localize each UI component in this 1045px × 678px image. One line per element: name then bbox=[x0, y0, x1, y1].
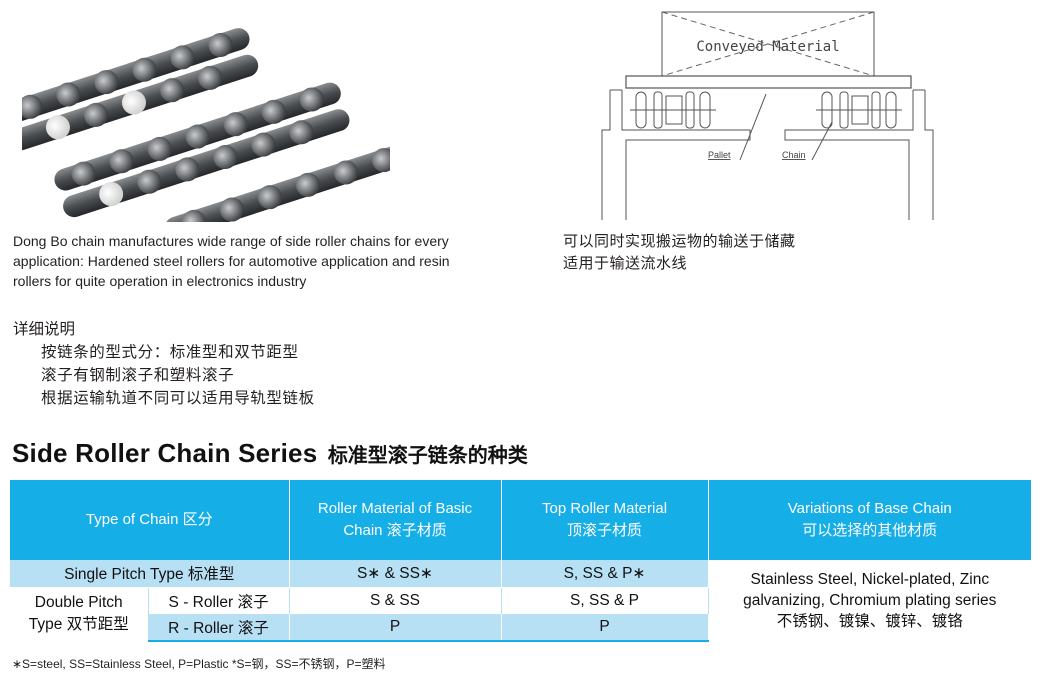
details-line: 根据运输轨道不同可以适用导轨型链板 bbox=[41, 390, 315, 407]
header-text: Chain 滚子材质 bbox=[343, 522, 447, 539]
header-text: 顶滚子材质 bbox=[567, 522, 643, 539]
variation-line: galvanizing, Chromium plating series bbox=[743, 591, 997, 609]
variation-line: Stainless Steel, Nickel-plated, Zinc bbox=[750, 570, 990, 588]
header-top-roller-material: Top Roller Material 顶滚子材质 bbox=[501, 480, 709, 560]
english-description: Dong Bo chain manufactures wide range of… bbox=[13, 231, 513, 291]
section-title-english: Side Roller Chain Series bbox=[12, 438, 318, 468]
header-variations: Variations of Base Chain 可以选择的其他材质 bbox=[708, 480, 1032, 560]
description-line: Dong Bo chain manufactures wide range of… bbox=[13, 233, 449, 249]
r-roller-cell: R - Roller 滚子 bbox=[148, 614, 290, 642]
section-title: Side Roller Chain Series 标准型滚子链条的种类 bbox=[12, 438, 528, 469]
header-text: 可以选择的其他材质 bbox=[802, 522, 938, 539]
pallet-label: Pallet bbox=[708, 150, 731, 160]
table-row: Single Pitch Type 标准型 S∗ & SS∗ S, SS & P… bbox=[10, 560, 1032, 642]
header-roller-material: Roller Material of Basic Chain 滚子材质 bbox=[289, 480, 502, 560]
header-text: Top Roller Material bbox=[541, 500, 668, 517]
chinese-description: 可以同时实现搬运物的输送于储藏 适用于输送流水线 bbox=[563, 231, 983, 275]
footnote: ∗S=steel, SS=Stainless Steel, P=Plastic … bbox=[12, 657, 386, 671]
top-roller-material-cell: S, SS & P bbox=[501, 587, 709, 614]
details-heading: 详细说明 bbox=[13, 321, 76, 338]
table-row: Double Pitch Type 双节距型 S - Roller 滚子 S &… bbox=[10, 587, 1031, 641]
roller-material-cell: P bbox=[289, 614, 502, 642]
roller-material-cell: S & SS bbox=[289, 587, 502, 614]
description-line: application: Hardened steel rollers for … bbox=[13, 253, 450, 269]
double-pitch-line: Type 双节距型 bbox=[28, 616, 129, 634]
conveyor-cross-section-diagram: Conveyed Material Pallet Chain bbox=[601, 11, 934, 220]
double-pitch-cell: Double Pitch Type 双节距型 bbox=[10, 587, 149, 641]
details-section: 详细说明 按链条的型式分：标准型和双节距型 滚子有钢制滚子和塑料滚子 根据运输轨… bbox=[13, 318, 315, 410]
details-line: 滚子有钢制滚子和塑料滚子 bbox=[41, 367, 235, 384]
top-roller-material-cell: S, SS & P∗ bbox=[501, 560, 709, 588]
single-pitch-cell: Single Pitch Type 标准型 bbox=[10, 560, 290, 588]
conveyed-material-label: Conveyed Material bbox=[696, 39, 839, 55]
chain-type-table: Type of Chain 区分 Roller Material of Basi… bbox=[10, 480, 1032, 642]
header-type-of-chain: Type of Chain 区分 bbox=[10, 480, 290, 560]
description-line: 适用于输送流水线 bbox=[563, 255, 688, 272]
chain-label: Chain bbox=[782, 150, 806, 160]
s-roller-cell: S - Roller 滚子 bbox=[148, 587, 290, 614]
side-roller-chain-photo bbox=[22, 12, 390, 222]
header-text: Roller Material of Basic bbox=[317, 500, 473, 517]
variations-cell: Stainless Steel, Nickel-plated, Zinc gal… bbox=[708, 560, 1032, 642]
section-title-chinese: 标准型滚子链条的种类 bbox=[327, 445, 528, 467]
details-line: 按链条的型式分：标准型和双节距型 bbox=[41, 344, 299, 361]
top-roller-material-cell: P bbox=[501, 614, 709, 642]
variation-line: 不锈钢、镀镍、镀锌、镀铬 bbox=[776, 612, 963, 630]
description-line: 可以同时实现搬运物的输送于储藏 bbox=[563, 233, 796, 250]
roller-material-cell: S∗ & SS∗ bbox=[289, 560, 502, 588]
description-line: rollers for quite operation in electroni… bbox=[13, 273, 307, 289]
table-header-row: Type of Chain 区分 Roller Material of Basi… bbox=[10, 480, 1032, 560]
table-row: R - Roller 滚子 P P bbox=[10, 614, 1031, 642]
double-pitch-line: Double Pitch bbox=[34, 594, 123, 612]
header-text: Variations of Base Chain bbox=[787, 500, 952, 517]
